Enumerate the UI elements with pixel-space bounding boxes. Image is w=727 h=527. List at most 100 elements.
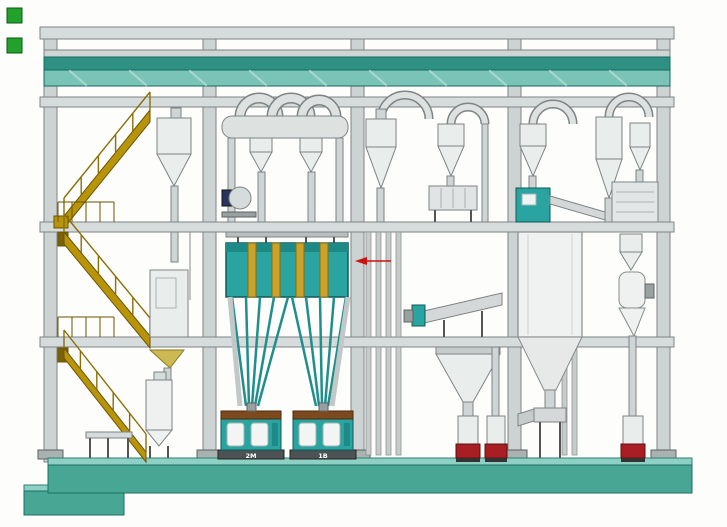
manifold-drops xyxy=(227,137,344,223)
bay1-bottom-machine xyxy=(145,379,173,431)
bay4-small-cyclone-body xyxy=(629,122,651,148)
bay3-equipment xyxy=(355,90,508,462)
bay3-pipe-bank xyxy=(365,231,402,456)
mill-inlet xyxy=(318,402,329,412)
sieve-box-lines xyxy=(440,188,466,208)
stair-flight-top xyxy=(63,108,151,230)
stair-flight-mid xyxy=(63,230,151,350)
bay4-small-cyclone-pipe xyxy=(635,169,644,183)
bay1-machine-legs xyxy=(149,446,169,458)
manifold-u-pipes xyxy=(234,92,342,118)
plansifter-rods xyxy=(237,237,335,243)
bay4-cyclone-left-cone xyxy=(519,145,547,178)
hopper-spout xyxy=(462,401,474,417)
silo-legs xyxy=(539,422,561,458)
bay1-hopper-cone xyxy=(148,349,186,369)
crane-beam-upper xyxy=(43,56,671,71)
roller-mill-1b: 1B xyxy=(289,402,357,460)
mill-panel xyxy=(226,422,245,447)
foundation xyxy=(23,457,693,516)
silo-spout xyxy=(544,389,556,409)
bay1-equipment xyxy=(85,107,192,458)
hopper-flange xyxy=(435,346,501,355)
manifold-cylinder xyxy=(221,115,349,139)
building-structure xyxy=(6,7,693,516)
fan-housing xyxy=(228,186,252,210)
bay4-right-machine xyxy=(618,233,655,462)
mill-panel xyxy=(322,422,341,447)
section-marker xyxy=(355,257,391,265)
bay4-cyclone-left-pipe xyxy=(528,175,537,189)
fan-base xyxy=(221,211,257,218)
staircase-tower xyxy=(53,91,151,464)
bay4-teal-machine-window xyxy=(521,193,537,206)
bay3-drop-pipe xyxy=(481,123,489,223)
plansifter-spouts xyxy=(230,296,348,407)
conveyor-legs xyxy=(443,311,483,337)
stair-railing-top xyxy=(63,91,151,216)
roller-mill-2m: 2M xyxy=(217,402,285,460)
bay3-cyclone1-cone xyxy=(365,146,397,190)
spout-pipe-right xyxy=(329,296,351,407)
conveyor-drive xyxy=(411,304,426,327)
balustrade-floor2 xyxy=(57,201,115,222)
mill-inlet xyxy=(246,402,257,412)
spout-pipe-left xyxy=(227,296,243,407)
bay1-mid-pipe xyxy=(170,231,179,263)
beam-support-slab xyxy=(43,49,671,58)
bay4-tall-cyclone-pipe xyxy=(604,197,613,223)
bay4-small-cyclone-cone xyxy=(629,146,651,172)
cyclone-stub xyxy=(375,108,387,120)
roof-slab xyxy=(39,26,675,40)
bay3-cyclone2-cone xyxy=(437,145,465,178)
vessel-body xyxy=(618,271,646,309)
footing-front xyxy=(23,490,125,516)
work-bench xyxy=(85,431,133,439)
conveyor-motor xyxy=(403,309,414,323)
vessel-pipe xyxy=(628,335,637,417)
silo-cone xyxy=(517,336,583,391)
mill-panel xyxy=(250,422,269,447)
bay1-machine-inlet xyxy=(153,371,167,381)
plansifter-hanger-channel xyxy=(225,231,349,238)
columns xyxy=(43,31,671,463)
bay3-cyclone2-body xyxy=(437,123,465,147)
stand-body xyxy=(622,415,644,445)
bay1-mid-machine-door xyxy=(155,277,177,309)
bay3-cyclone1-pipe xyxy=(376,187,385,223)
vessel-motor xyxy=(644,283,655,299)
crane-beam-lower xyxy=(43,69,671,87)
stand-red-1 xyxy=(455,415,481,462)
stand-red-2 xyxy=(484,346,508,462)
vessel-cone xyxy=(618,307,646,338)
plansifter-top-band xyxy=(226,243,348,252)
stand-red-base xyxy=(620,443,646,459)
bay1-cyclone-pipe xyxy=(170,185,179,223)
mill-side-unit xyxy=(344,423,350,446)
bay4-cyclone-left-body xyxy=(519,123,547,147)
small-cyclone-cone xyxy=(619,251,643,271)
mill-side-unit xyxy=(272,423,278,446)
silo-edges xyxy=(527,234,573,335)
bench-legs xyxy=(89,438,129,458)
bay4-tall-cyclone-cone xyxy=(595,158,623,200)
green-marker-top xyxy=(6,7,23,24)
mill-top-hopper xyxy=(292,410,354,420)
mill-panel xyxy=(298,422,317,447)
bay4-equipment xyxy=(515,92,659,462)
sieve-box-legs xyxy=(434,210,472,222)
cyclone-stub xyxy=(170,107,182,119)
floor-slab-1 xyxy=(39,336,675,348)
inclined-duct xyxy=(549,195,613,223)
bay1-cyclone-body xyxy=(156,117,192,155)
bay4-tall-cyclone-body xyxy=(595,116,623,160)
small-cyclone-body xyxy=(619,233,643,253)
green-marker-bottom xyxy=(6,37,23,54)
silo-discharge-box xyxy=(533,407,567,423)
floor-slab-3 xyxy=(39,96,675,108)
plansifter-gold-channels xyxy=(247,242,329,298)
bay4-top-ducts xyxy=(528,92,654,125)
balustrade-floor1 xyxy=(57,316,115,337)
